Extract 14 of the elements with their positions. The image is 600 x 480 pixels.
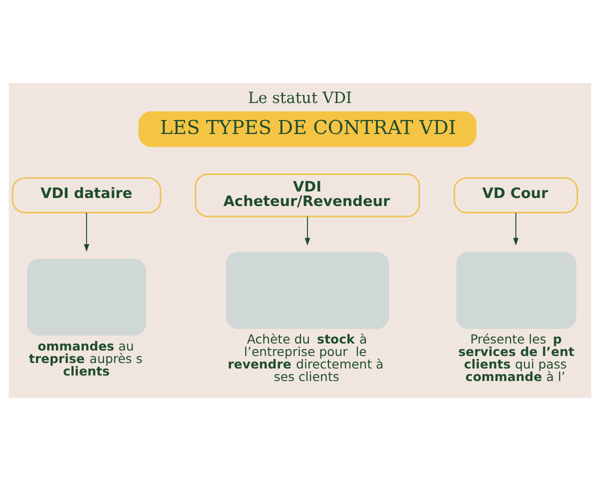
node-box — [456, 252, 576, 328]
node-label: ommandes au treprise auprès s clients — [28, 338, 143, 378]
node-box — [27, 258, 146, 336]
arrow — [304, 216, 310, 246]
node-box — [226, 252, 390, 328]
node-box: LES TYPES DE CONTRAT VDI — [138, 110, 476, 146]
node-label: Présente les p services de l’ent clients qui pass commande à l’ — [458, 331, 574, 384]
node-box: VD Cour — [454, 176, 578, 213]
node-box: VDI dataire — [12, 176, 162, 213]
arrow — [513, 212, 519, 246]
diagram-title: Le statut VDI — [248, 88, 352, 106]
node-label: Achète du stock à l’entreprise pour le revendre directement à ses clients — [228, 331, 384, 384]
node-box: VDI Acheteur/Revendeur — [194, 173, 420, 217]
arrow — [84, 212, 90, 252]
